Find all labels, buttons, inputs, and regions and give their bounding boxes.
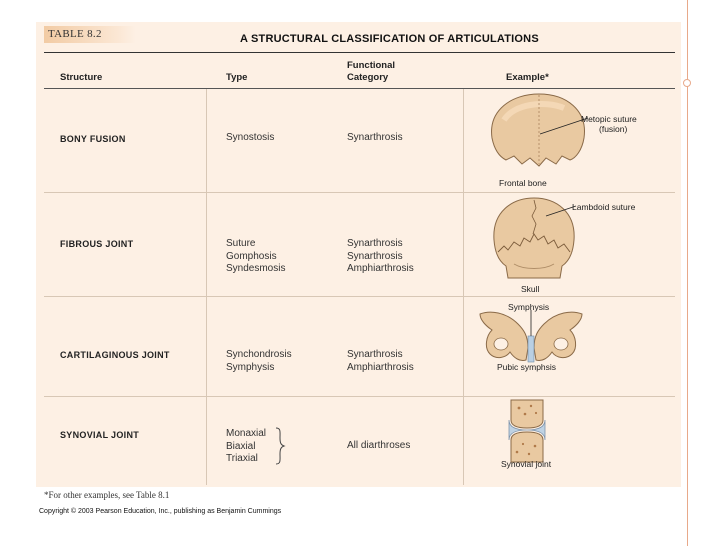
functional-item: Amphiarthrosis	[347, 361, 414, 373]
type-item: Gomphosis	[226, 250, 277, 262]
row-structure: FIBROUS JOINT	[60, 239, 134, 249]
row-structure: BONY FUSION	[60, 134, 126, 144]
header-functional-line2: Category	[347, 72, 389, 83]
label-metopic-suture: Metopic suture	[581, 114, 637, 124]
row-separator	[44, 396, 675, 397]
column-separator	[206, 89, 207, 485]
row-structure: CARTILAGINOUS JOINT	[60, 350, 170, 360]
row-functional: Synarthrosis Synarthrosis Amphiarthrosis	[347, 238, 414, 276]
type-item: Triaxial	[226, 453, 258, 464]
functional-item: All diarthroses	[347, 440, 411, 451]
header-type: Type	[226, 72, 248, 83]
table-title: A STRUCTURAL CLASSIFICATION OF ARTICULAT…	[240, 33, 539, 45]
table-tag: TABLE 8.2	[44, 26, 136, 43]
copyright-notice: Copyright © 2003 Pearson Education, Inc.…	[39, 508, 282, 515]
header-functional-line1: Functional	[347, 60, 396, 71]
type-item: Suture	[226, 238, 256, 249]
type-item: Synchondrosis	[226, 349, 292, 360]
functional-item: Synarthrosis	[347, 349, 403, 360]
label-synovial-joint: Synovial joint	[501, 459, 552, 469]
type-item: Symphysis	[226, 361, 275, 373]
pubic-symphysis-illustration	[479, 310, 583, 363]
label-pubic-symphsis: Pubic symphsis	[497, 362, 557, 372]
row-functional: Synarthrosis	[347, 132, 403, 145]
slide-edge-line	[687, 0, 688, 546]
type-item: Monaxial	[226, 428, 267, 439]
label-lambdoid-suture: Lambdoid suture	[572, 202, 636, 212]
table-tag-label: TABLE 8.2	[48, 28, 102, 40]
table-footnote: *For other examples, see Table 8.1	[44, 490, 170, 500]
row-types: Monaxial Biaxial Triaxial	[226, 428, 266, 466]
label-skull: Skull	[521, 284, 540, 294]
row-types: Synchondrosis Symphysis	[226, 349, 292, 374]
articulation-table: TABLE 8.2 A STRUCTURAL CLASSIFICATION OF…	[36, 22, 681, 487]
table-top-rule	[44, 52, 675, 53]
functional-item: Synarthrosis	[347, 238, 403, 249]
header-example: Example*	[506, 72, 549, 83]
type-item: Syndesmosis	[226, 263, 286, 274]
functional-item: Synarthrosis	[347, 132, 403, 143]
slide-edge-dot	[683, 79, 691, 87]
row-types: Suture Gomphosis Syndesmosis	[226, 238, 285, 276]
column-separator	[463, 89, 464, 485]
label-symphysis: Symphysis	[508, 302, 550, 312]
type-item: Synostosis	[226, 132, 275, 143]
header-structure: Structure	[60, 72, 103, 83]
label-frontal-bone: Frontal bone	[499, 178, 547, 188]
row-separator	[44, 192, 675, 193]
functional-item: Amphiarthrosis	[347, 263, 414, 274]
synovial-joint-illustration	[508, 399, 546, 463]
type-item: Biaxial	[226, 440, 256, 452]
row-separator	[44, 296, 675, 297]
row-types: Synostosis	[226, 132, 274, 145]
label-fusion: (fusion)	[599, 124, 628, 134]
row-structure: SYNOVIAL JOINT	[60, 430, 140, 440]
frontal-bone-illustration	[491, 93, 589, 167]
row-functional: All diarthroses	[347, 440, 410, 453]
row-functional: Synarthrosis Amphiarthrosis	[347, 349, 414, 374]
skull-illustration	[493, 197, 577, 279]
table-header-rule	[44, 88, 675, 89]
type-brace	[275, 427, 286, 465]
functional-item: Synarthrosis	[347, 250, 403, 262]
